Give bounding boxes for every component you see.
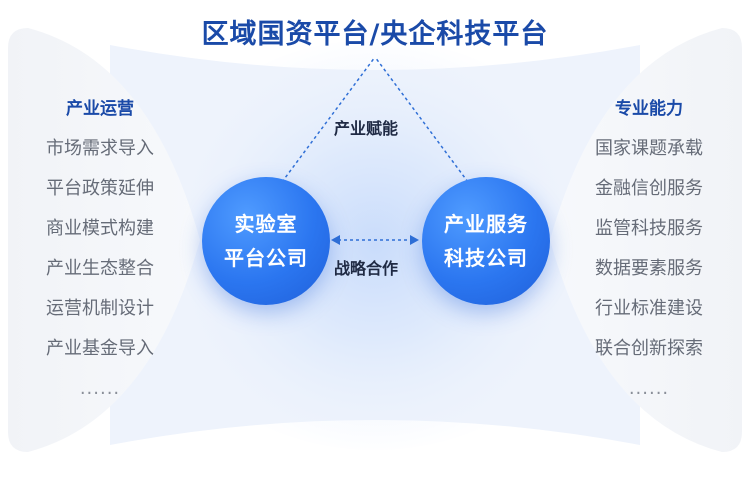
left-column-operations: 产业运营 市场需求导入 平台政策延伸 商业模式构建 产业生态整合 运营机制设计 … [0, 96, 200, 416]
right-column-heading: 专业能力 [615, 99, 683, 119]
left-column-item: 市场需求导入 [46, 138, 154, 159]
connector-left-to-apex [281, 56, 376, 183]
service-node-line1: 产业服务 [444, 212, 528, 236]
right-column-item: 数据要素服务 [595, 258, 703, 279]
left-column-ellipsis: ...... [79, 378, 121, 399]
lab-platform-company-node: 实验室 平台公司 [202, 177, 330, 305]
left-column-item: 产业生态整合 [46, 258, 154, 279]
left-column-heading: 产业运营 [66, 99, 134, 119]
lab-node-line1: 实验室 [234, 212, 298, 236]
right-column-item: 国家课题承载 [595, 138, 703, 159]
center-glow [135, 40, 615, 450]
arrowhead-left [331, 235, 340, 245]
right-column-ellipsis: ...... [628, 378, 670, 399]
lab-node-line2: 平台公司 [224, 246, 308, 270]
right-column-capabilities: 专业能力 国家课题承载 金融信创服务 监管科技服务 数据要素服务 行业标准建设 … [549, 96, 749, 416]
industry-service-tech-company-node: 产业服务 科技公司 [422, 177, 550, 305]
left-panel-shape [8, 28, 200, 452]
industry-empowerment-label: 产业赋能 [334, 119, 399, 138]
right-column-item: 金融信创服务 [595, 178, 703, 199]
right-panel-shape [550, 28, 742, 452]
strategic-cooperation-label: 战略合作 [334, 259, 399, 278]
right-column-item: 联合创新探索 [595, 338, 703, 359]
right-column-item: 行业标准建设 [595, 298, 703, 319]
connector-right-to-apex [374, 56, 469, 183]
left-column-item: 平台政策延伸 [46, 178, 154, 199]
right-column-item: 监管科技服务 [595, 218, 703, 239]
diagram-title: 区域国资平台/央企科技平台 [201, 19, 549, 50]
left-column-item: 商业模式构建 [46, 218, 154, 239]
left-column-item: 运营机制设计 [46, 298, 154, 319]
service-node-line2: 科技公司 [444, 246, 528, 270]
arrowhead-right [410, 235, 419, 245]
left-column-item: 产业基金导入 [46, 338, 154, 359]
